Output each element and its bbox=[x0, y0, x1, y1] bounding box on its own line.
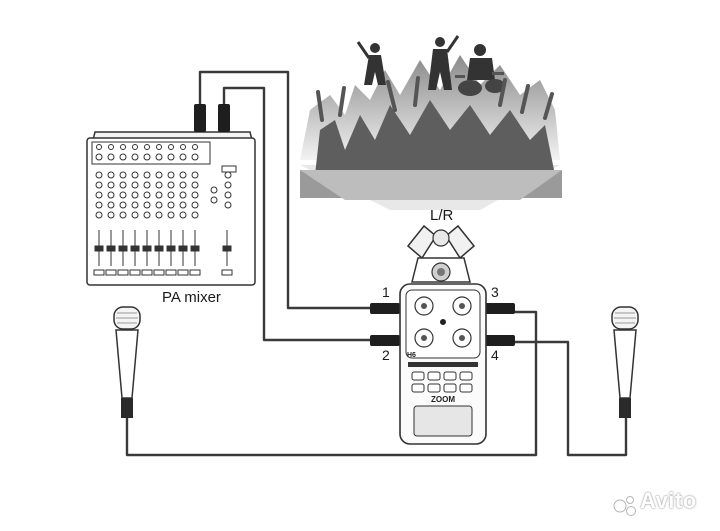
portable-recorder-icon bbox=[399, 224, 487, 445]
input-port-1-label: 1 bbox=[382, 284, 390, 300]
cables bbox=[125, 70, 628, 457]
crowd-silhouette-icon bbox=[300, 35, 562, 210]
pa-mixer-icon bbox=[86, 131, 256, 286]
handheld-microphone-icon-right bbox=[611, 306, 639, 418]
handheld-microphone-icon bbox=[113, 306, 141, 418]
watermark-logo-icon bbox=[613, 496, 636, 516]
recorder-brand-label: ZOOM bbox=[431, 395, 455, 404]
input-port-2-label: 2 bbox=[382, 347, 390, 363]
cable-plugs bbox=[194, 104, 515, 346]
input-port-4-label: 4 bbox=[491, 347, 499, 363]
pa-mixer-label: PA mixer bbox=[162, 289, 221, 306]
xy-microphone-capsule-icon bbox=[406, 224, 476, 283]
input-port-3-label: 3 bbox=[491, 284, 499, 300]
stereo-input-label: L/R bbox=[430, 207, 454, 224]
watermark-text: Avito bbox=[640, 488, 697, 513]
recorder-model-label: H6 bbox=[407, 352, 416, 359]
